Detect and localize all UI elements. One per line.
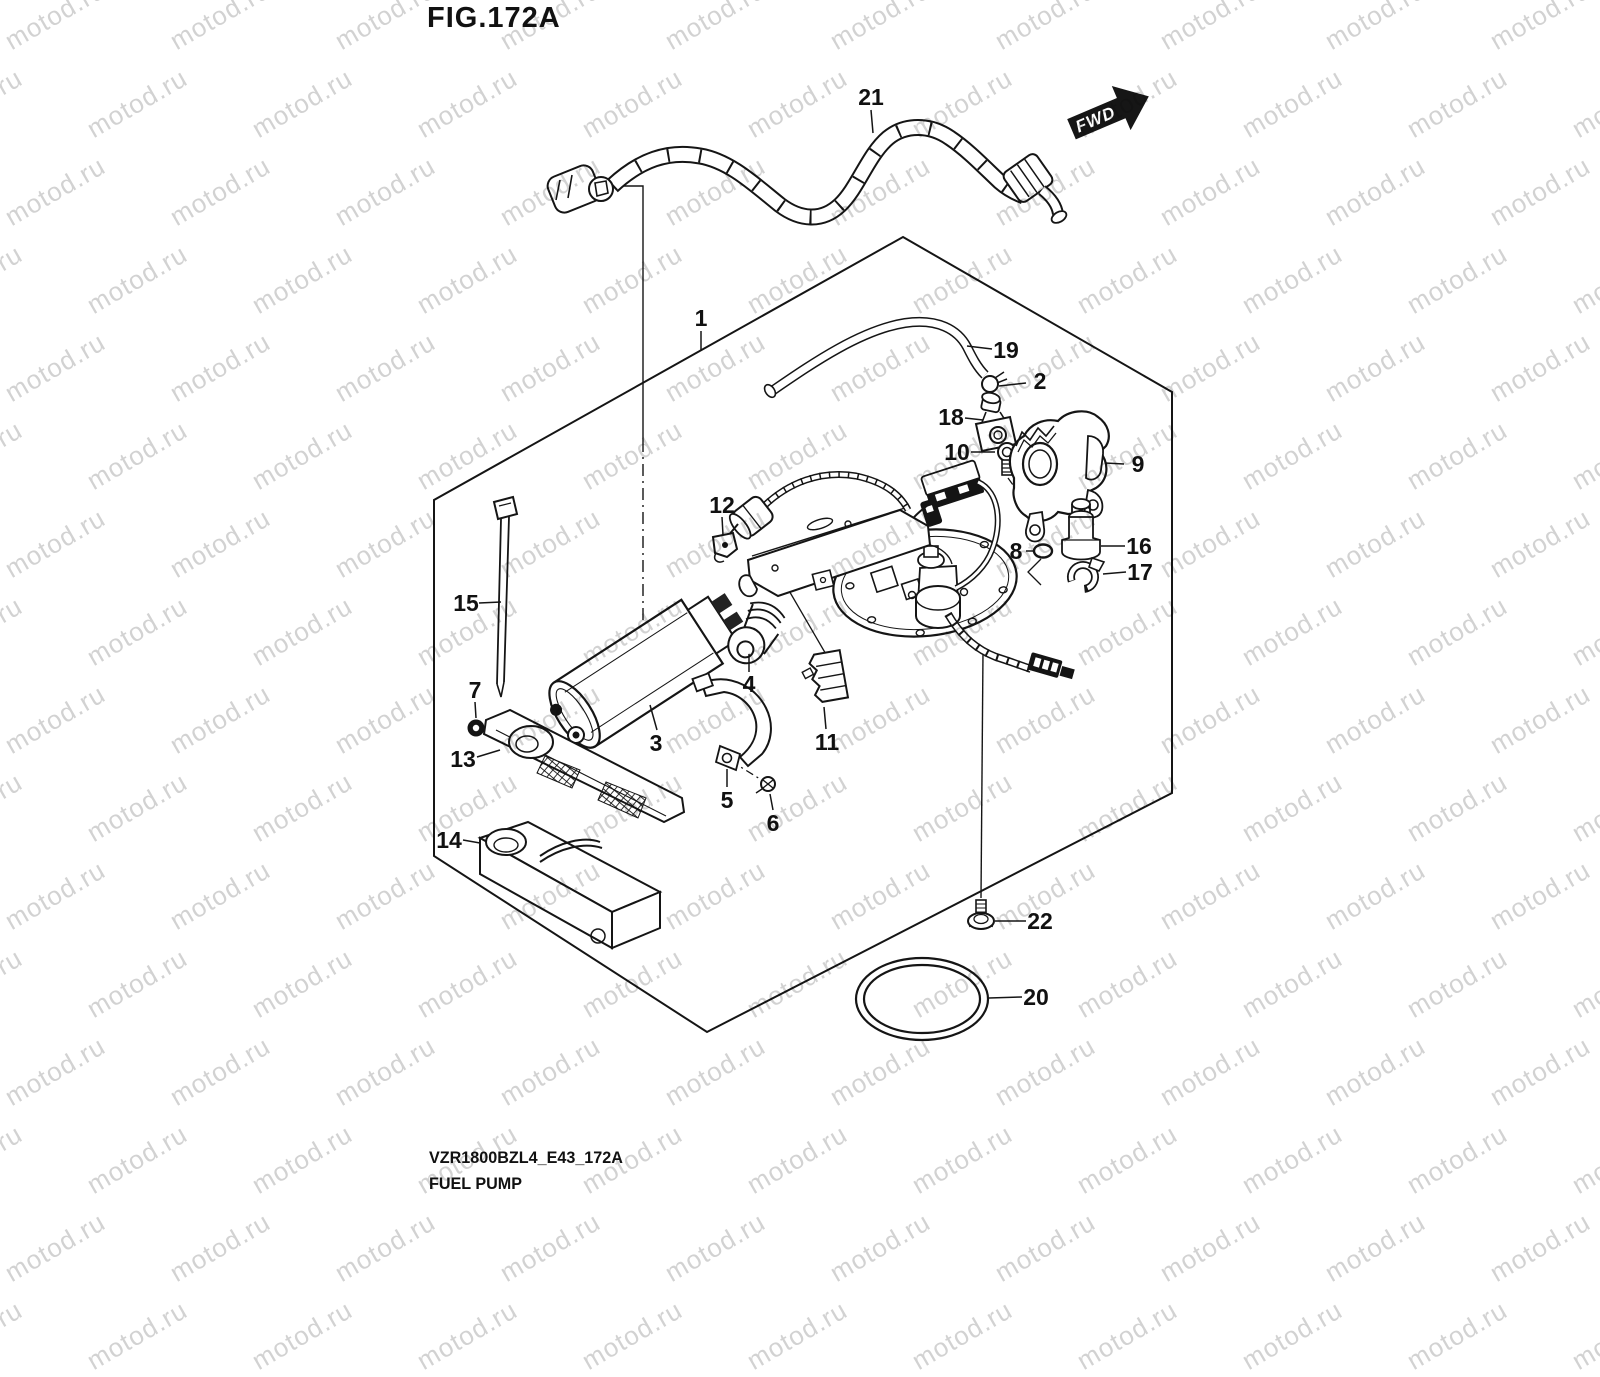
wiring-connectors xyxy=(920,459,985,527)
watermark: motod.ru xyxy=(741,1294,853,1376)
watermark: motod.ru xyxy=(0,1206,111,1288)
watermark: motod.ru xyxy=(0,1294,28,1376)
callout-label-15: 15 xyxy=(453,590,479,616)
callout-leader-11 xyxy=(823,706,827,730)
callout-label-6: 6 xyxy=(767,810,780,836)
callout-leader-14 xyxy=(462,839,481,844)
clip-12 xyxy=(711,531,739,563)
callout-label-10: 10 xyxy=(944,439,970,465)
callout-leader-9 xyxy=(1104,462,1125,465)
cable-tie xyxy=(492,495,519,698)
reservoir-cup xyxy=(477,820,663,950)
watermark: motod.ru xyxy=(1071,1294,1183,1376)
figure-code: VZR1800BZL4_E43_172A xyxy=(429,1148,623,1167)
callout-label-14: 14 xyxy=(436,827,462,853)
watermark: motod.ru xyxy=(576,1294,688,1376)
callout-label-16: 16 xyxy=(1126,533,1152,559)
callout-leader-13 xyxy=(476,749,501,758)
callout-leader-19 xyxy=(966,345,993,350)
watermark: motod.ru xyxy=(1236,1294,1348,1376)
watermark: motod.ru xyxy=(1484,1206,1596,1288)
watermark: motod.ru xyxy=(824,1206,936,1288)
hose-connector-right xyxy=(1002,153,1068,224)
cushion-11 xyxy=(801,648,850,703)
watermark: motod.ru xyxy=(1401,1294,1513,1376)
callout-label-7: 7 xyxy=(469,677,482,703)
watermark: motod.ru xyxy=(329,1206,441,1288)
callout-label-5: 5 xyxy=(721,787,734,813)
watermark: motod.ru xyxy=(411,1294,523,1376)
callout-label-1: 1 xyxy=(695,305,708,331)
figure-title: FIG.172A xyxy=(427,2,561,34)
hose-connector-left xyxy=(546,164,614,214)
bracket-arm xyxy=(727,470,953,598)
callout-label-22: 22 xyxy=(1027,908,1053,934)
harness-end-connector xyxy=(1027,652,1075,680)
watermark: motod.ru xyxy=(164,1206,276,1288)
callout-leader-20 xyxy=(988,996,1023,999)
pump-grommet xyxy=(727,601,786,665)
nut-7 xyxy=(467,719,485,737)
callout-leader-7 xyxy=(474,701,477,719)
clamp-band xyxy=(691,672,772,772)
watermark: motod.ru xyxy=(494,1206,606,1288)
callout-leader-2 xyxy=(998,382,1027,387)
callout-leader-3 xyxy=(649,704,658,731)
tank-outline xyxy=(433,235,1173,1034)
watermark: motod.ru xyxy=(906,1294,1018,1376)
callout-label-19: 19 xyxy=(993,337,1019,363)
watermark: motod.ru xyxy=(246,1294,358,1376)
watermark: motod.ru xyxy=(81,1294,193,1376)
clamp-ring xyxy=(1067,556,1106,593)
bolt-22 xyxy=(967,899,995,930)
callout-label-21: 21 xyxy=(858,84,884,110)
callout-label-3: 3 xyxy=(650,730,663,756)
watermark: motod.ru xyxy=(989,1206,1101,1288)
callout-leader-15 xyxy=(478,601,502,604)
callout-label-11: 11 xyxy=(815,729,840,755)
callout-label-17: 17 xyxy=(1127,559,1153,585)
hose-clamp xyxy=(981,371,1008,393)
fuel-hose xyxy=(546,119,1068,226)
fuel-pump xyxy=(548,593,744,749)
fwd-arrow-shape xyxy=(1067,86,1149,140)
callout-label-4: 4 xyxy=(743,671,756,697)
parts-diagram: FWD xyxy=(433,84,1173,1042)
callout-label-18: 18 xyxy=(938,404,964,430)
callout-label-13: 13 xyxy=(450,746,476,772)
callout-leader-17 xyxy=(1102,571,1127,575)
pump-housing xyxy=(1008,410,1110,543)
filter-plate xyxy=(482,708,686,824)
watermark: motod.ru xyxy=(1319,1206,1431,1288)
callout-label-2: 2 xyxy=(1034,368,1047,394)
o-ring-large xyxy=(854,956,990,1042)
watermark: motod.ru xyxy=(1154,1206,1266,1288)
figure-name: FUEL PUMP xyxy=(429,1174,523,1193)
wire-boot xyxy=(728,495,774,540)
screw-6 xyxy=(755,776,776,794)
o-ring-small xyxy=(1032,543,1054,559)
fwd-arrow: FWD xyxy=(1067,86,1149,140)
watermark: motod.ru xyxy=(1566,1294,1600,1376)
callout-label-9: 9 xyxy=(1132,451,1145,477)
watermark: motod.ru xyxy=(659,1206,771,1288)
breather-hose xyxy=(763,316,989,399)
callout-label-8: 8 xyxy=(1010,538,1023,564)
callout-leader-12 xyxy=(721,516,724,536)
callout-leader-6 xyxy=(769,793,774,811)
delivery-joint xyxy=(1061,498,1101,561)
callout-leader-18 xyxy=(964,417,984,421)
callout-leader-21 xyxy=(870,109,874,134)
callout-label-20: 20 xyxy=(1023,984,1049,1010)
callout-label-12: 12 xyxy=(709,492,735,518)
